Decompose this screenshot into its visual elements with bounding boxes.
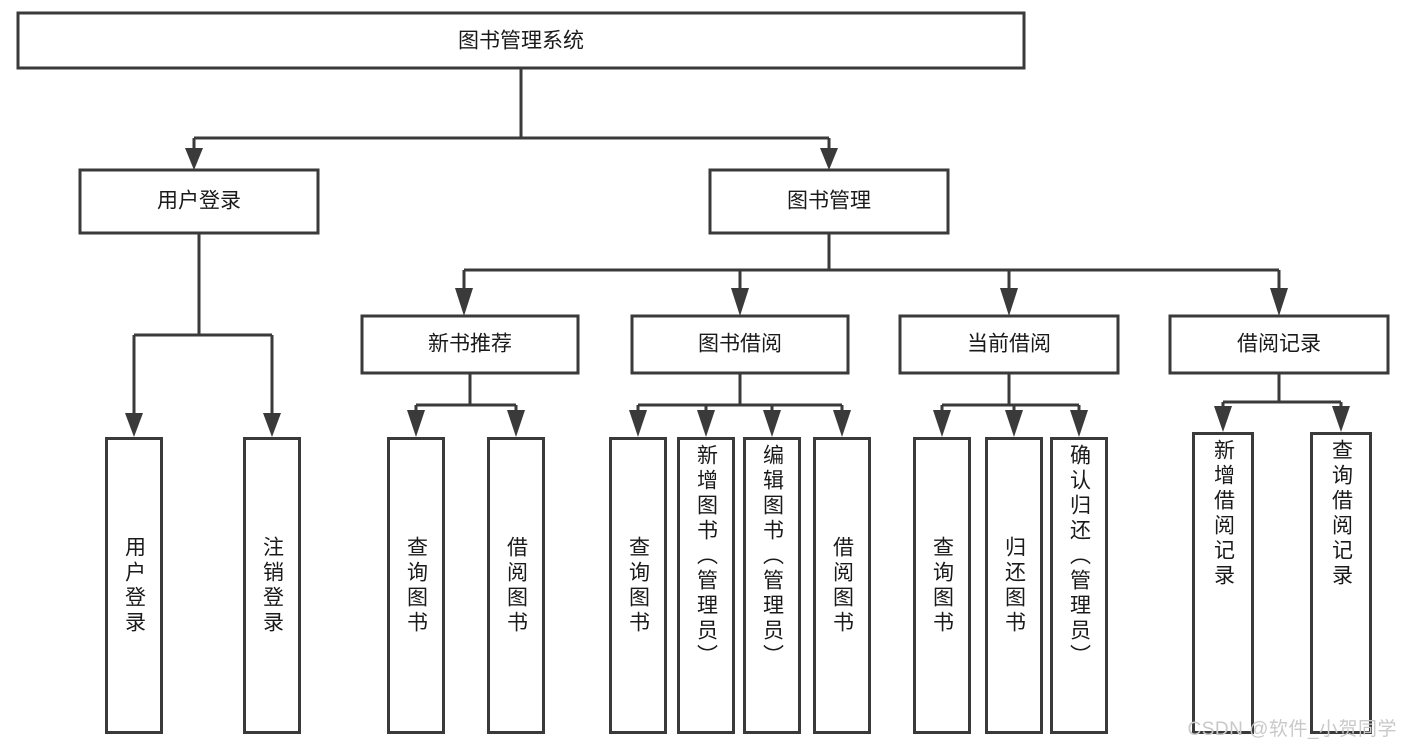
leaf-label-wrap: 编辑图书（管理员） (746, 440, 798, 731)
leaf-label-wrap: 查询图书 (612, 440, 664, 731)
arrowhead-borrow-record (1270, 288, 1288, 316)
connector-group-new-book-rec (407, 373, 525, 437)
watermark-text: CSDN @软件_小贺同学 (1187, 719, 1397, 740)
leaf-borrow-book-rec[interactable]: 借阅图书 (487, 437, 545, 734)
arrowhead-leaf-query-book-bor (629, 410, 647, 437)
node-book-manage-label: 图书管理 (787, 190, 871, 213)
arrowhead-book-borrow (731, 288, 749, 316)
leaf-label-wrap: 新增借阅记录 (1195, 435, 1251, 731)
leaf-label-wrap: 查询图书 (390, 440, 442, 731)
node-root[interactable]: 图书管理系统 (16, 11, 1026, 70)
node-user-login-label: 用户登录 (157, 190, 241, 213)
leaf-label-wrap: 注销登录 (246, 440, 298, 731)
leaf-label: 编辑图书（管理员） (760, 444, 784, 669)
leaf-label-wrap: 确认归还（管理员） (1053, 440, 1105, 731)
node-book-borrow[interactable]: 图书借阅 (630, 314, 850, 375)
leaf-label: 查询图书 (626, 535, 650, 636)
node-borrow-record[interactable]: 借阅记录 (1168, 314, 1390, 375)
node-user-login[interactable]: 用户登录 (78, 168, 320, 235)
arrowhead-leaf-user-login (125, 413, 143, 437)
arrowhead-leaf-logout (263, 413, 281, 437)
arrowhead-new-book-rec (455, 288, 473, 316)
leaf-query-book-bor[interactable]: 查询图书 (609, 437, 667, 734)
leaf-label-wrap: 归还图书 (988, 440, 1040, 731)
leaf-label-wrap: 用户登录 (108, 440, 160, 731)
leaf-label-wrap: 查询图书 (916, 440, 968, 731)
leaf-logout[interactable]: 注销登录 (243, 437, 301, 734)
leaf-label-wrap: 查询借阅记录 (1313, 435, 1369, 731)
leaf-edit-book[interactable]: 编辑图书（管理员） (743, 437, 801, 734)
leaf-label: 查询借阅记录 (1329, 439, 1353, 589)
arrowhead-leaf-borrow-book-bor (833, 410, 851, 437)
leaf-query-record[interactable]: 查询借阅记录 (1310, 432, 1372, 734)
arrowhead-leaf-add-book (697, 410, 715, 437)
arrowhead-user-login (185, 148, 203, 170)
leaf-label: 注销登录 (260, 535, 284, 636)
leaf-add-record[interactable]: 新增借阅记录 (1192, 432, 1254, 734)
node-book-manage[interactable]: 图书管理 (708, 168, 950, 235)
arrowhead-leaf-query-record (1332, 406, 1350, 432)
arrowhead-leaf-confirm-return (1070, 410, 1088, 437)
leaf-label: 借阅图书 (830, 535, 854, 636)
arrowhead-current-borrow (1000, 288, 1018, 316)
node-book-manage-box[interactable] (708, 168, 950, 235)
arrowhead-book-manage (820, 148, 838, 170)
connector-group-root (185, 68, 838, 170)
node-root-box[interactable] (16, 11, 1026, 70)
connector-group-book-borrow (629, 373, 851, 437)
node-new-book-rec-box[interactable] (360, 314, 580, 375)
leaf-confirm-return[interactable]: 确认归还（管理员） (1050, 437, 1108, 734)
leaf-label: 用户登录 (122, 535, 146, 636)
node-current-borrow[interactable]: 当前借阅 (898, 314, 1120, 375)
node-book-borrow-box[interactable] (630, 314, 850, 375)
arrowhead-leaf-borrow-book-rec (507, 410, 525, 437)
leaf-label: 查询图书 (930, 535, 954, 636)
node-user-login-box[interactable] (78, 168, 320, 235)
node-new-book-rec[interactable]: 新书推荐 (360, 314, 580, 375)
leaf-user-login[interactable]: 用户登录 (105, 437, 163, 734)
leaf-label: 新增图书（管理员） (694, 444, 718, 669)
leaf-label-wrap: 新增图书（管理员） (680, 440, 732, 731)
leaf-label-wrap: 借阅图书 (490, 440, 542, 731)
node-current-borrow-label: 当前借阅 (967, 333, 1051, 356)
leaf-label: 归还图书 (1002, 535, 1026, 636)
node-borrow-record-box[interactable] (1168, 314, 1390, 375)
node-current-borrow-box[interactable] (898, 314, 1120, 375)
leaf-label: 确认归还（管理员） (1067, 444, 1091, 669)
leaf-borrow-book-bor[interactable]: 借阅图书 (813, 437, 871, 734)
arrowhead-leaf-add-record (1214, 406, 1232, 432)
leaf-label: 借阅图书 (504, 535, 528, 636)
connector-group-book-manage (455, 233, 1288, 316)
node-root-label: 图书管理系统 (458, 30, 584, 53)
leaf-return-book[interactable]: 归还图书 (985, 437, 1043, 734)
leaf-add-book[interactable]: 新增图书（管理员） (677, 437, 735, 734)
leaf-query-book-cur[interactable]: 查询图书 (913, 437, 971, 734)
arrowhead-leaf-query-book-rec (407, 410, 425, 437)
connector-group-user-login (125, 233, 281, 437)
connector-group-current-borrow (933, 373, 1088, 437)
connector-group-borrow-record (1214, 373, 1350, 432)
leaf-label: 查询图书 (404, 535, 428, 636)
node-new-book-rec-label: 新书推荐 (428, 333, 512, 356)
node-borrow-record-label: 借阅记录 (1237, 333, 1321, 356)
leaf-label: 新增借阅记录 (1211, 439, 1235, 589)
leaf-label-wrap: 借阅图书 (816, 440, 868, 731)
arrowhead-leaf-return-book (1005, 410, 1023, 437)
arrowhead-leaf-edit-book (763, 410, 781, 437)
arrowhead-leaf-query-book-cur (933, 410, 951, 437)
node-book-borrow-label: 图书借阅 (698, 333, 782, 356)
leaf-query-book-rec[interactable]: 查询图书 (387, 437, 445, 734)
